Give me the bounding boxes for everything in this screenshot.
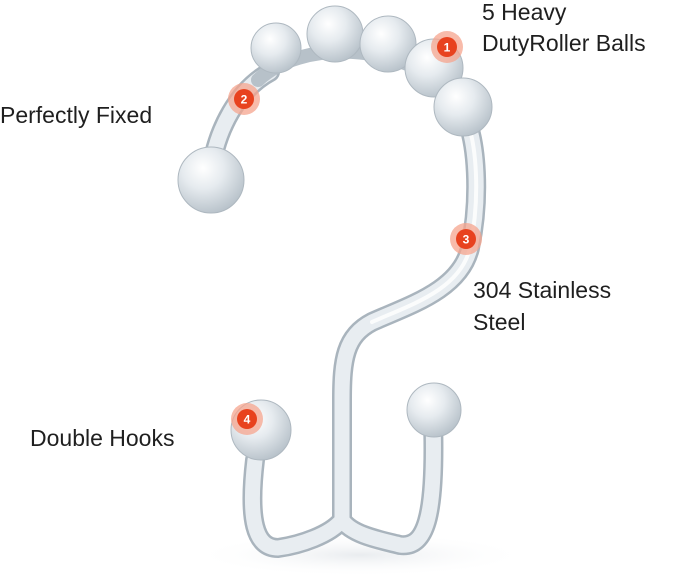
roller-ball — [433, 77, 493, 137]
callout-2-label: Perfectly Fixed — [0, 102, 153, 128]
marker-2: 2 — [228, 83, 260, 115]
callout-1-line-2: DutyRoller Balls — [482, 30, 646, 56]
callout-1-line-1: 5 Heavy — [482, 0, 567, 25]
marker-4: 4 — [231, 403, 263, 435]
roller-ball — [359, 15, 417, 73]
callout-3-line-1: 304 Stainless — [473, 277, 612, 303]
roller-balls — [250, 5, 493, 137]
marker-3: 3 — [450, 223, 482, 255]
svg-text:1: 1 — [444, 41, 451, 55]
callout-3-line-2: Steel — [473, 309, 526, 335]
svg-text:3: 3 — [463, 233, 470, 247]
marker-1: 1 — [431, 31, 463, 63]
hook-tip-ball-right — [406, 382, 462, 438]
end-ball — [177, 146, 245, 214]
hook-body — [200, 62, 487, 558]
roller-ball — [250, 22, 302, 74]
roller-ball — [306, 5, 364, 63]
callout-4-label: Double Hooks — [30, 425, 175, 451]
svg-text:2: 2 — [241, 93, 248, 107]
svg-text:4: 4 — [244, 413, 251, 427]
